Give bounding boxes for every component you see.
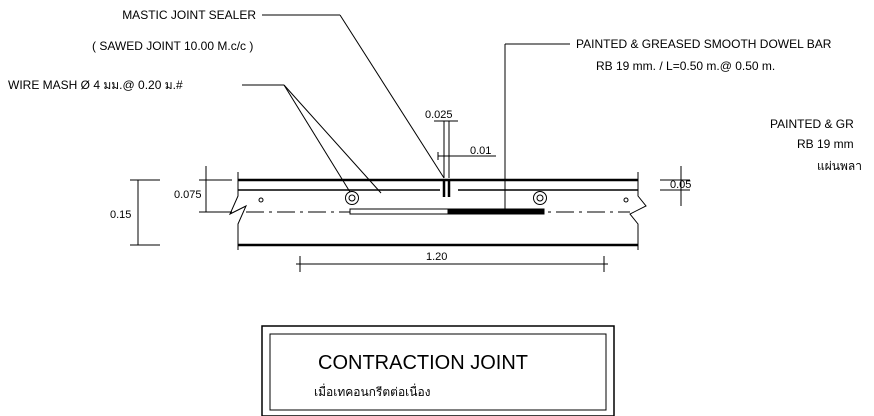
dim-label-015: 0.15: [110, 209, 131, 221]
dim-joint-width: [434, 120, 458, 178]
dim-label-005: 0.05: [670, 179, 691, 191]
label-mastic: MASTIC JOINT SEALER: [122, 8, 256, 22]
dowel-bar: [349, 208, 545, 215]
wire-mesh-leader: [242, 84, 382, 194]
dowel-leader: [504, 43, 570, 209]
dim-left: [130, 166, 232, 246]
label-wire-mesh: WIRE MASH Ø 4 มม.@ 0.20 ม.#: [8, 78, 183, 92]
dim-sealer: [437, 152, 496, 160]
title-sub: เมื่อเทคอนกรีตต่อเนื่อง: [314, 383, 431, 399]
label-side-line3: แผ่นพลา: [817, 159, 862, 173]
label-sawed-joint: ( SAWED JOINT 10.00 M.c/c ): [92, 39, 253, 53]
dim-label-001: 0.01: [470, 145, 491, 157]
dim-right: [660, 166, 690, 206]
dim-label-120: 1.20: [426, 251, 447, 263]
wire-mesh-bars: [258, 191, 629, 205]
dim-dowel-length: [296, 256, 608, 272]
title-main: CONTRACTION JOINT: [318, 352, 528, 374]
label-side-line2: RB 19 mm: [797, 137, 854, 151]
concrete-slab: [228, 172, 647, 250]
title-block: [261, 325, 615, 416]
label-dowel-line2: RB 19 mm. / L=0.50 m.@ 0.50 m.: [596, 59, 775, 73]
dim-label-0025: 0.025: [425, 109, 453, 121]
label-side-line1: PAINTED & GR: [770, 117, 854, 131]
dim-label-0075: 0.075: [174, 189, 202, 201]
label-dowel-line1: PAINTED & GREASED SMOOTH DOWEL BAR: [576, 37, 832, 51]
sawed-joint: [442, 180, 451, 197]
mastic-leader: [262, 14, 445, 179]
